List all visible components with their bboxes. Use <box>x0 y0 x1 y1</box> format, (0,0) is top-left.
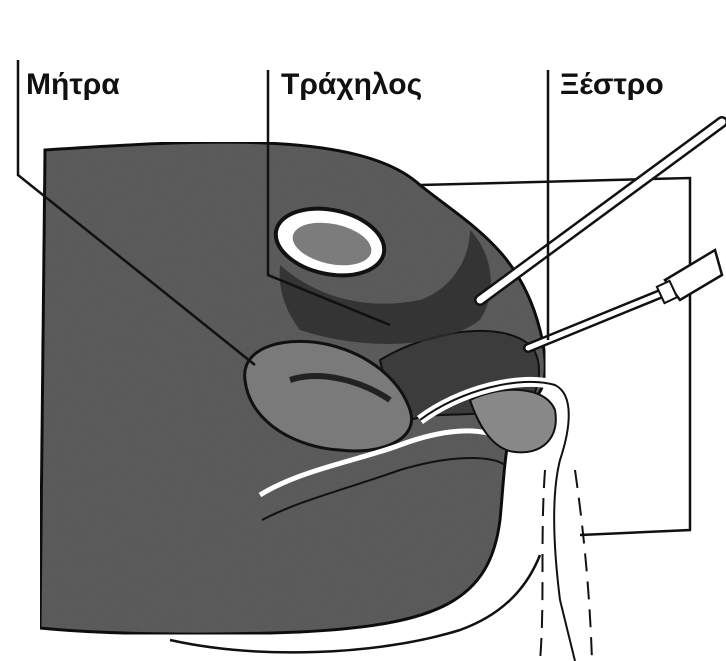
dashed-line-left <box>540 470 545 661</box>
label-scraper: Ξέστρο <box>560 70 664 100</box>
dashed-line-right <box>575 470 592 661</box>
label-cervix: Τράχηλος <box>281 70 422 100</box>
label-uterus: Μήτρα <box>26 70 120 100</box>
scraper-instrument <box>528 250 722 348</box>
